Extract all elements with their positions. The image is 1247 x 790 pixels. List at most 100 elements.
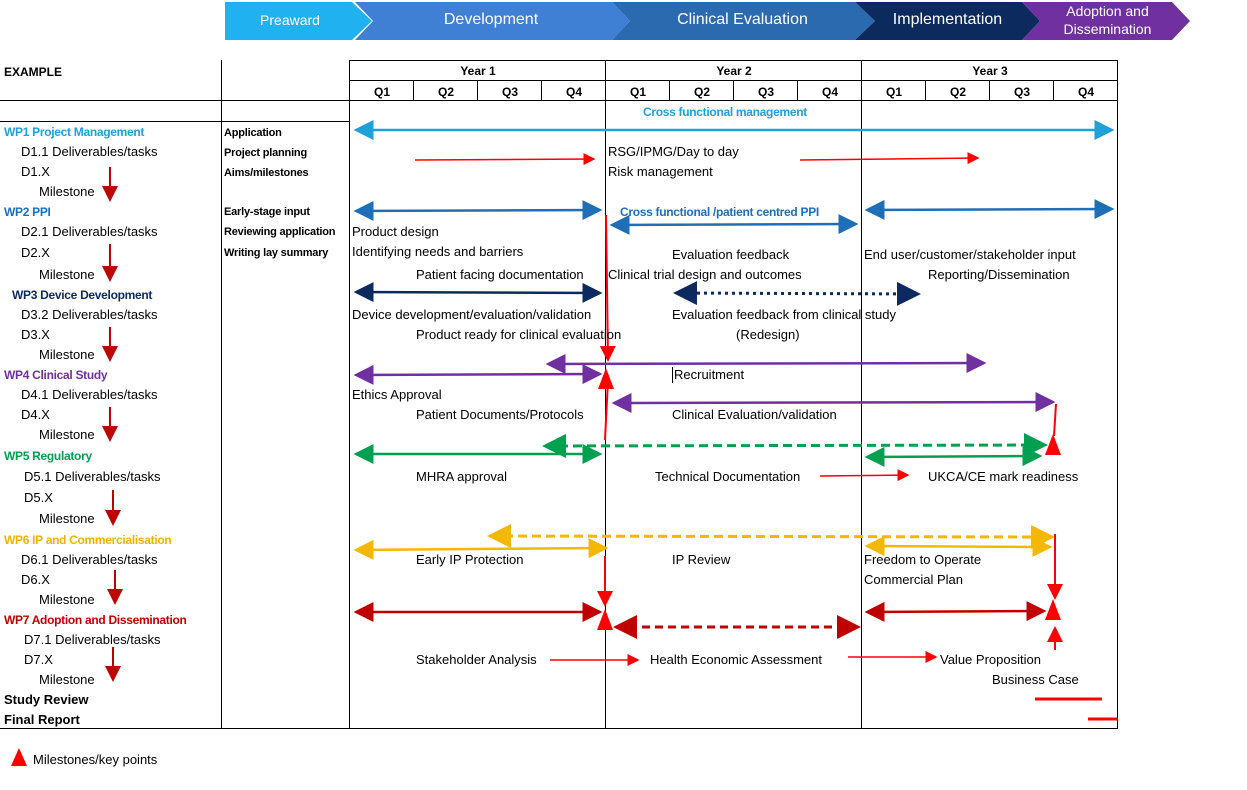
- task-label: D4.1 Deliverables/tasks: [21, 387, 158, 402]
- annotation-risk: Risk management: [608, 164, 713, 179]
- quarter-header: Q4: [1077, 85, 1094, 99]
- task-label: D7.1 Deliverables/tasks: [24, 632, 161, 647]
- quarter-header: Q2: [949, 85, 966, 99]
- phase-clinical-evaluation: Clinical Evaluation: [677, 11, 808, 28]
- annotation-business-case: Business Case: [992, 672, 1079, 687]
- milestone-label: Milestone: [39, 267, 95, 282]
- annotation-needs: Identifying needs and barriers: [352, 244, 524, 259]
- phase-development-shape: [355, 2, 630, 40]
- pm-label: Project planning: [224, 147, 307, 159]
- milestone-label: Milestone: [39, 184, 95, 199]
- milestone-triangle: [597, 609, 613, 630]
- quarter-header: Q3: [757, 85, 774, 99]
- annotation-value-prop: Value Proposition: [940, 652, 1041, 667]
- task-label: D5.1 Deliverables/tasks: [24, 469, 161, 484]
- annotation-stakeholder: Stakeholder Analysis: [416, 652, 537, 667]
- legend-triangle: [11, 748, 27, 766]
- annotation-fto: Freedom to Operate: [864, 552, 982, 567]
- year-2-header: Year 2: [716, 64, 752, 78]
- task-label: D2.X: [21, 245, 50, 260]
- wp4-label: WP4 Clinical Study: [4, 368, 108, 382]
- phase-preaward: Preaward: [260, 12, 320, 28]
- task-label: D4.X: [21, 407, 50, 422]
- quarter-header: Q2: [693, 85, 710, 99]
- pm-label: Aims/milestones: [224, 167, 309, 179]
- annotation-product-design: Product design: [352, 224, 439, 239]
- quarter-header: Q1: [373, 85, 390, 99]
- annotation-eval-feedback: Evaluation feedback: [672, 247, 790, 262]
- annotation-ukca: UKCA/CE mark readiness: [928, 469, 1079, 484]
- wp5-label: WP5 Regulatory: [4, 449, 92, 463]
- task-label: D3.X: [21, 327, 50, 342]
- phase-clinical-evaluation-shape: [612, 2, 875, 40]
- annotation-eval-feedback-clinical: Evaluation feedback from clinical study: [672, 307, 897, 322]
- annotation-ethics: Ethics Approval: [352, 387, 442, 402]
- milestone-label: Milestone: [39, 672, 95, 687]
- annotation-product-ready: Product ready for clinical evaluation: [416, 327, 622, 342]
- milestone-triangle: [598, 368, 614, 389]
- task-label: D6.X: [21, 572, 50, 587]
- annotation-cross-functional-ppi: Cross functional /patient centred PPI: [620, 205, 819, 219]
- annotation-redesign: (Redesign): [736, 327, 800, 342]
- annotation-mhra: MHRA approval: [416, 469, 508, 484]
- annotation-commercial-plan: Commercial Plan: [864, 572, 963, 587]
- annotation-device-dev: Device development/evaluation/validation: [352, 307, 592, 322]
- annotation-end-user: End user/customer/stakeholder input: [864, 247, 1076, 262]
- phase-banner: [225, 2, 1190, 40]
- annotation-patient-facing: Patient facing documentation: [416, 267, 584, 282]
- task-label: D1.1 Deliverables/tasks: [21, 144, 158, 159]
- annotation-early-ip: Early IP Protection: [416, 552, 524, 567]
- phase-adoption: Adoption and Dissemination: [1063, 3, 1152, 37]
- annotation-tech-doc: Technical Documentation: [655, 469, 801, 484]
- year-3-header: Year 3: [972, 64, 1008, 78]
- annotation-reporting: Reporting/Dissemination: [928, 267, 1070, 282]
- quarter-header: Q3: [501, 85, 518, 99]
- legend-label: Milestones/key points: [33, 752, 158, 767]
- annotation-trial-design: Clinical trial design and outcomes: [608, 267, 802, 282]
- task-label: D1.X: [21, 164, 50, 179]
- pm-label: Early-stage input: [224, 206, 310, 218]
- annotation-cross-functional: Cross functional management: [643, 105, 807, 119]
- final-report-label: Final Report: [4, 712, 80, 727]
- year-1-header: Year 1: [460, 64, 496, 78]
- task-label: D6.1 Deliverables/tasks: [21, 552, 158, 567]
- annotation-hea: Health Economic Assessment: [650, 652, 822, 667]
- pm-label: Reviewing application: [224, 226, 336, 238]
- milestone-label: Milestone: [39, 347, 95, 362]
- milestone-triangle: [1045, 434, 1061, 455]
- example-label: EXAMPLE: [4, 65, 63, 79]
- task-label: D7.X: [24, 652, 53, 667]
- task-label: D5.X: [24, 490, 53, 505]
- quarter-header: Q4: [821, 85, 838, 99]
- milestone-label: Milestone: [39, 511, 95, 526]
- quarter-header: Q4: [565, 85, 582, 99]
- phase-implementation-shape: [855, 2, 1040, 40]
- phase-development: Development: [443, 11, 539, 28]
- wp2-label: WP2 PPI: [4, 205, 51, 219]
- phase-preaward-shape: [225, 2, 372, 40]
- study-review-label: Study Review: [4, 692, 89, 707]
- task-label: D2.1 Deliverables/tasks: [21, 224, 158, 239]
- annotation-recruitment: Recruitment: [672, 367, 745, 383]
- milestone-triangle: [1045, 599, 1061, 620]
- annotation-patient-docs: Patient Documents/Protocols: [416, 407, 584, 422]
- annotation-clinical-eval: Clinical Evaluation/validation: [672, 407, 837, 422]
- wp1-label: WP1 Project Management: [4, 125, 145, 139]
- milestone-label: Milestone: [39, 592, 95, 607]
- phase-implementation: Implementation: [892, 11, 1003, 28]
- task-label: D3.2 Deliverables/tasks: [21, 307, 158, 322]
- annotation-ip-review: IP Review: [672, 552, 731, 567]
- wp6-label: WP6 IP and Commercialisation: [4, 533, 172, 547]
- milestone-label: Milestone: [39, 427, 95, 442]
- pm-label: Application: [224, 127, 282, 139]
- quarter-header: Q1: [629, 85, 646, 99]
- quarter-header: Q2: [437, 85, 454, 99]
- pm-label: Writing lay summary: [224, 247, 329, 259]
- phase-adoption-shape: [1022, 2, 1190, 40]
- quarter-header: Q3: [1013, 85, 1030, 99]
- annotation-rsg: RSG/IPMG/Day to day: [608, 144, 739, 159]
- wp7-label: WP7 Adoption and Dissemination: [4, 613, 187, 627]
- quarter-header: Q1: [885, 85, 902, 99]
- wp3-label: WP3 Device Development: [12, 288, 153, 302]
